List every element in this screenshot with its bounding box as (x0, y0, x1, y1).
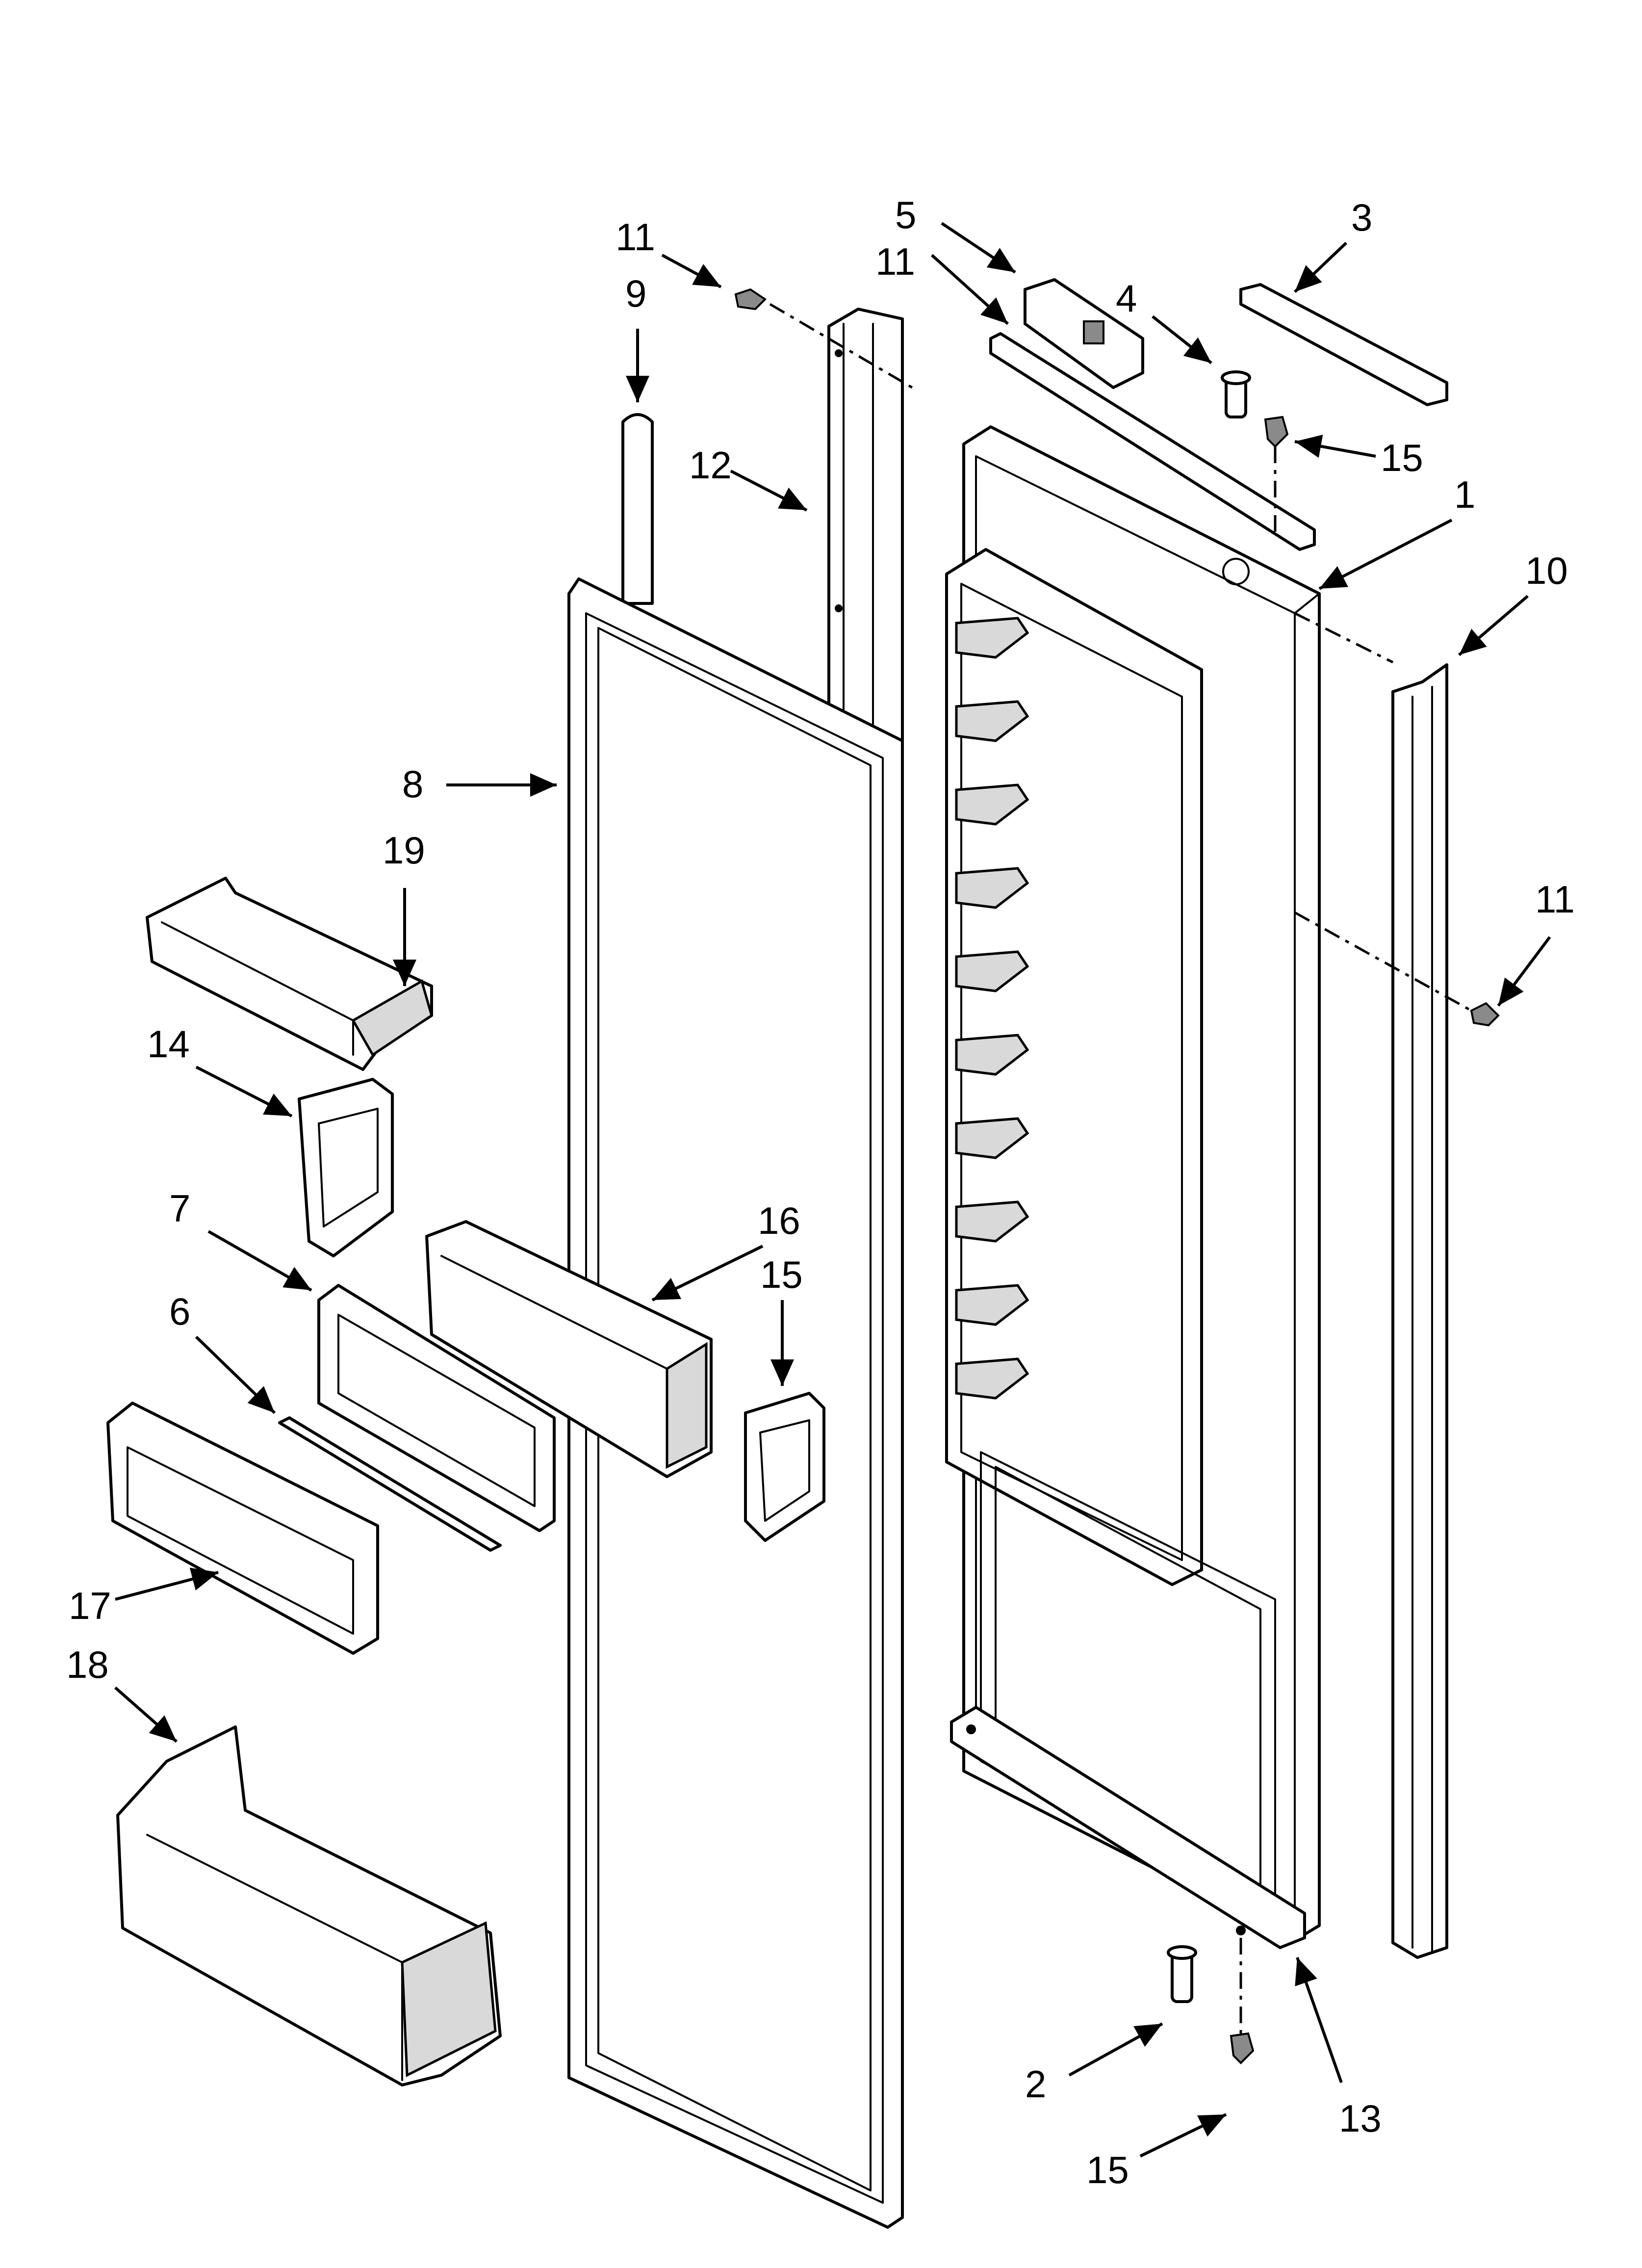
part-2-lower-hinge-pin (1167, 1945, 1197, 2003)
callout-7: 7 (169, 1187, 190, 1230)
part-4-hinge-pin (1221, 370, 1251, 418)
callout-2: 2 (1025, 2062, 1046, 2106)
callout-6: 6 (169, 1290, 190, 1333)
callout-15-top: 15 (1381, 436, 1423, 479)
callout-15-left: 14 (147, 1022, 190, 1066)
part-15-right-end-cap (744, 1392, 825, 1542)
part-16-dairy-compartment (425, 1220, 713, 1478)
callout-3: 3 (1351, 196, 1372, 239)
part-7-bin-frame (317, 1284, 556, 1532)
callout-15-right: 15 (760, 1253, 803, 1296)
callout-15-bottom: 15 (1086, 2148, 1129, 2191)
part-15-left-end-cap (298, 1078, 394, 1257)
callout-11-right: 11 (1535, 878, 1575, 921)
callout-4: 4 (1116, 277, 1137, 320)
screw-11-top (734, 288, 767, 311)
callout-18: 19 (383, 829, 425, 872)
part-8-door-gasket-frame (567, 577, 904, 2229)
screw-15-bottom (1230, 2032, 1255, 2064)
part-6-trim-strip (278, 1416, 502, 1552)
callout-17: 17 (69, 1584, 111, 1627)
leader-lines (114, 222, 1551, 2158)
callout-11-top: 11 (616, 215, 655, 259)
screw-11-right (1470, 1002, 1500, 1027)
callout-10: 10 (1525, 549, 1568, 592)
callout-5: 5 (895, 193, 916, 236)
part-12-top-hinge-bracket (989, 332, 1316, 551)
callout-1: 1 (1454, 473, 1475, 516)
part-18-door-bin (146, 877, 433, 1071)
callout-8: 8 (402, 762, 423, 806)
part-9-vertical-seal (621, 413, 654, 605)
callout-9: 9 (625, 272, 646, 315)
part-5-switch-housing (1024, 278, 1144, 389)
part-19-lower-door-bin (116, 1725, 502, 2086)
callout-16: 16 (758, 1199, 800, 1242)
screw-15-top (1264, 416, 1289, 448)
part-14-bottom-hinge-bracket (950, 1706, 1306, 1949)
alignment-lines (769, 303, 1472, 2036)
part-17-dairy-door (106, 1402, 379, 1655)
callout-13: 12 (689, 443, 732, 487)
callout-12: 11 (875, 240, 915, 283)
part-1-door-assembly (945, 425, 1321, 1942)
callout-19: 18 (66, 1643, 109, 1686)
part-10-side-trim (1391, 663, 1448, 1959)
callout-labels: 11 9 12 5 11 4 3 15 1 10 8 19 11 14 16 7… (66, 193, 1575, 2191)
callout-14: 13 (1339, 2097, 1382, 2140)
door-shelf-ridges (955, 617, 1029, 1400)
part-3-top-trim (1239, 283, 1448, 406)
